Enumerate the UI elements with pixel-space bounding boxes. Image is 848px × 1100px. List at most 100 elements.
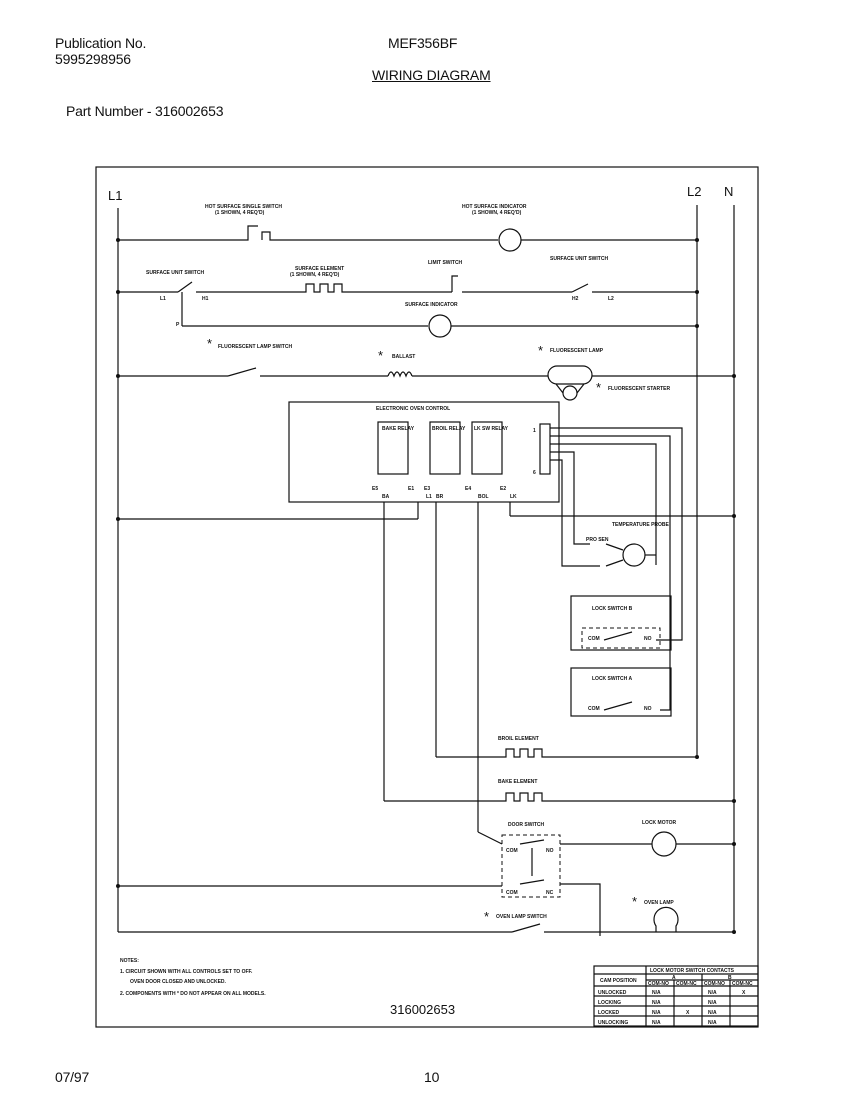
- svg-text:L1: L1: [160, 296, 166, 302]
- svg-text:E1: E1: [408, 486, 414, 492]
- broil-relay-icon: [429, 421, 461, 475]
- svg-text:NO: NO: [644, 706, 652, 712]
- svg-text:UNLOCKED: UNLOCKED: [598, 990, 627, 996]
- junction-dots: [116, 238, 736, 934]
- lock-switch-b: LOCK SWITCH B COM NO: [570, 595, 672, 651]
- temperature-probe: PRO SEN TEMPERATURE PROBE: [586, 522, 670, 567]
- svg-text:TEMPERATURE PROBE: TEMPERATURE PROBE: [612, 522, 670, 528]
- svg-text:SURFACE INDICATOR: SURFACE INDICATOR: [405, 302, 458, 308]
- model-number: MEF356BF: [388, 35, 458, 51]
- svg-text:ELECTRONIC OVEN CONTROL: ELECTRONIC OVEN CONTROL: [376, 406, 450, 412]
- svg-text:COM: COM: [588, 706, 600, 712]
- svg-text:OVEN LAMP: OVEN LAMP: [644, 900, 674, 906]
- l2-label: L2: [687, 184, 701, 199]
- svg-text:SURFACE ELEMENT: SURFACE ELEMENT: [295, 266, 344, 272]
- svg-text:NO: NO: [546, 848, 554, 854]
- svg-text:CAM POSITION: CAM POSITION: [600, 978, 637, 984]
- bake-relay-icon: [377, 421, 409, 475]
- svg-text:COM-NC: COM-NC: [676, 981, 697, 987]
- svg-text:COM: COM: [588, 636, 600, 642]
- svg-text:SURFACE UNIT SWITCH: SURFACE UNIT SWITCH: [146, 270, 204, 276]
- svg-text:N/A: N/A: [652, 1020, 661, 1026]
- svg-text:(1 SHOWN, 4 REQ'D): (1 SHOWN, 4 REQ'D): [472, 210, 522, 216]
- svg-text:COM: COM: [506, 890, 518, 896]
- svg-text:FLUORESCENT STARTER: FLUORESCENT STARTER: [608, 386, 671, 392]
- svg-text:NC: NC: [546, 890, 554, 896]
- svg-text:N/A: N/A: [708, 1020, 717, 1026]
- svg-text:OVEN LAMP SWITCH: OVEN LAMP SWITCH: [496, 914, 547, 920]
- hot-surface-indicator-icon: [498, 228, 522, 252]
- svg-text:BOL: BOL: [478, 494, 489, 500]
- svg-text:FLUORESCENT LAMP: FLUORESCENT LAMP: [550, 348, 604, 354]
- svg-text:FLUORESCENT LAMP SWITCH: FLUORESCENT LAMP SWITCH: [218, 344, 292, 350]
- svg-text:NO: NO: [644, 636, 652, 642]
- surface-element-icon: [296, 283, 352, 293]
- lock-switch-a: LOCK SWITCH A COM NO: [570, 667, 672, 717]
- svg-text:E5: E5: [372, 486, 378, 492]
- svg-text:COM-NO: COM-NO: [704, 981, 725, 987]
- hot-surface-switch-circuit: HOT SURFACE SINGLE SWITCH (1 SHOWN, 4 RE…: [118, 204, 697, 252]
- svg-text:LOCK SWITCH B: LOCK SWITCH B: [592, 606, 633, 612]
- svg-text:*: *: [632, 894, 637, 909]
- svg-text:1. CIRCUIT SHOWN WITH ALL CON: 1. CIRCUIT SHOWN WITH ALL CONTROLS SET T…: [120, 969, 253, 975]
- svg-text:UNLOCKING: UNLOCKING: [598, 1020, 628, 1026]
- surface-indicator-icon: [428, 314, 452, 338]
- diagram-notes: NOTES: 1. CIRCUIT SHOWN WITH ALL CONTROL…: [120, 958, 266, 997]
- svg-text:P: P: [176, 322, 180, 328]
- svg-text:L1: L1: [426, 494, 432, 500]
- svg-text:N/A: N/A: [708, 1010, 717, 1016]
- electronic-oven-control: ELECTRONIC OVEN CONTROL BAKE RELAY BROIL…: [288, 401, 560, 503]
- svg-text:N/A: N/A: [652, 1010, 661, 1016]
- diagram-part-number: 316002653: [390, 1002, 455, 1017]
- svg-text:*: *: [538, 343, 543, 358]
- svg-text:LIMIT SWITCH: LIMIT SWITCH: [428, 260, 463, 266]
- hot-surface-indicator-label: HOT SURFACE INDICATOR: [462, 204, 527, 210]
- svg-text:BALLAST: BALLAST: [392, 354, 415, 360]
- page-title: WIRING DIAGRAM: [372, 67, 491, 83]
- svg-text:BAKE RELAY: BAKE RELAY: [382, 426, 415, 432]
- svg-text:E4: E4: [465, 486, 471, 492]
- svg-text:N/A: N/A: [652, 1000, 661, 1006]
- l1-label: L1: [108, 188, 122, 203]
- svg-text:*: *: [484, 909, 489, 924]
- oven-lamp-icon: [653, 906, 679, 932]
- svg-text:LOCK MOTOR SWITCH CONTACTS: LOCK MOTOR SWITCH CONTACTS: [650, 968, 735, 974]
- svg-text:BAKE ELEMENT: BAKE ELEMENT: [498, 779, 537, 785]
- svg-text:NOTES:: NOTES:: [120, 958, 139, 964]
- svg-text:H2: H2: [572, 296, 579, 302]
- fluorescent-lamp-circuit: * FLUORESCENT LAMP SWITCH * BALLAST * FL…: [118, 336, 734, 401]
- svg-text:E3: E3: [424, 486, 430, 492]
- svg-text:X: X: [742, 990, 746, 996]
- part-number: Part Number - 316002653: [66, 103, 224, 119]
- svg-text:LK: LK: [510, 494, 517, 500]
- svg-text:OVEN DOOR CLOSED AND UNLOCKED.: OVEN DOOR CLOSED AND UNLOCKED.: [130, 979, 227, 985]
- svg-text:LOCKED: LOCKED: [598, 1010, 620, 1016]
- hot-surface-switch-label: HOT SURFACE SINGLE SWITCH: [205, 204, 282, 210]
- svg-text:*: *: [378, 348, 383, 363]
- publication-number: 5995298956: [55, 51, 131, 67]
- svg-text:LK SW RELAY: LK SW RELAY: [474, 426, 509, 432]
- lock-motor-icon: [651, 831, 677, 857]
- door-switch: DOOR SWITCH COM NO COM NC: [501, 822, 561, 898]
- svg-text:BR: BR: [436, 494, 444, 500]
- svg-text:BROIL ELEMENT: BROIL ELEMENT: [498, 736, 539, 742]
- surface-unit-circuit: SURFACE UNIT SWITCH SURFACE ELEMENT (1 S…: [118, 256, 697, 338]
- svg-text:1: 1: [533, 428, 536, 434]
- svg-text:LOCKING: LOCKING: [598, 1000, 621, 1006]
- svg-text:L2: L2: [608, 296, 614, 302]
- footer-page-number: 10: [424, 1069, 440, 1085]
- svg-text:LOCK SWITCH A: LOCK SWITCH A: [592, 676, 632, 682]
- svg-text:BA: BA: [382, 494, 390, 500]
- svg-text:N/A: N/A: [708, 990, 717, 996]
- svg-text:A: A: [672, 975, 676, 981]
- bake-element-icon: [500, 792, 550, 802]
- oven-lamp: * OVEN LAMP: [632, 894, 679, 932]
- svg-text:N/A: N/A: [652, 990, 661, 996]
- svg-text:N/A: N/A: [708, 1000, 717, 1006]
- publication-label: Publication No.: [55, 35, 147, 51]
- svg-text:B: B: [728, 975, 732, 981]
- svg-text:2. COMPONENTS WITH * DO NOT A: 2. COMPONENTS WITH * DO NOT APPEAR ON AL…: [120, 991, 266, 997]
- svg-text:6: 6: [533, 470, 536, 476]
- svg-text:H1: H1: [202, 296, 209, 302]
